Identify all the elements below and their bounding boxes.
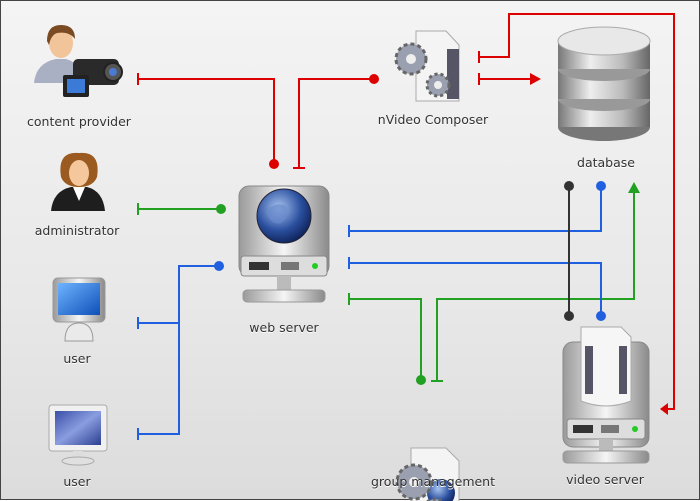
arrow-head xyxy=(530,73,541,85)
user-label: user xyxy=(63,351,91,366)
web-server-label: web server xyxy=(249,320,319,335)
administrator-label: administrator xyxy=(34,223,120,238)
connector-dot xyxy=(564,181,574,191)
connector-dot xyxy=(269,159,279,169)
composer-label: nVideo Composer xyxy=(377,112,489,127)
connector-dot xyxy=(214,261,224,271)
user-label: user xyxy=(63,474,91,489)
composer-to-video-server-line xyxy=(479,13,675,410)
web-server-to-database-line xyxy=(349,186,602,232)
web-server-to-group-mgmt-line xyxy=(349,298,422,379)
connector-dot xyxy=(369,74,379,84)
database-label: database xyxy=(577,155,635,170)
users-to-web-server-line xyxy=(138,265,219,435)
connector-dot xyxy=(596,181,606,191)
content-provider-label: content provider xyxy=(27,114,131,129)
composer-icon xyxy=(394,30,460,102)
connector-dot xyxy=(416,375,426,385)
administrator-icon xyxy=(51,152,105,211)
connector-dot xyxy=(216,204,226,214)
user-computer-icon xyxy=(48,404,108,466)
arrow-head xyxy=(660,403,668,415)
web-server-to-video-server-line xyxy=(349,262,602,316)
video-server-icon xyxy=(562,326,650,464)
content-provider-to-web-server-line xyxy=(138,78,275,164)
connector-dot xyxy=(596,311,606,321)
content-provider-icon xyxy=(34,25,123,97)
group-management-icon xyxy=(395,447,460,501)
group-management-label: group management xyxy=(370,474,496,489)
blue-connections xyxy=(137,186,602,440)
green-connections xyxy=(137,191,635,382)
red-connections xyxy=(137,13,675,410)
web-server-to-composer-line xyxy=(298,78,374,168)
video-server-label: video server xyxy=(566,472,644,487)
arrow-head xyxy=(628,182,640,193)
user-computer-icon xyxy=(52,277,106,342)
connector-dot xyxy=(564,311,574,321)
database-icon xyxy=(557,26,651,141)
group-mgmt-to-database-line xyxy=(436,191,635,381)
web-server-icon xyxy=(238,185,330,303)
